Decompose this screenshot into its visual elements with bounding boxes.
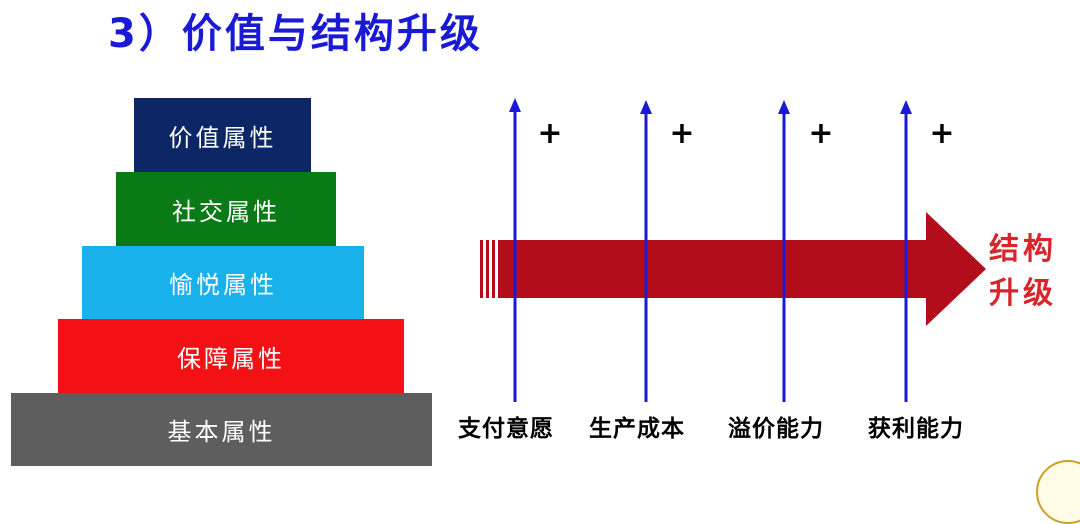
plus-sign-profit: + — [929, 116, 955, 151]
result-label-line1: 结构 — [989, 232, 1057, 267]
factor-label-premium: 溢价能力 — [728, 415, 824, 442]
arrow-tail-stripe — [492, 240, 495, 298]
pyramid-tier-value: 价值属性 — [134, 98, 311, 172]
arrow-up-icon — [509, 98, 521, 112]
result-label: 结构 升级 — [989, 228, 1079, 316]
page-title: 3）价值与结构升级 — [108, 11, 483, 57]
factor-axes — [509, 98, 912, 402]
arrow-tail-stripe — [480, 240, 483, 298]
plus-sign-premium: + — [808, 116, 834, 151]
result-label-line2: 升级 — [989, 276, 1057, 311]
upgrade-arrow — [480, 212, 986, 326]
upgrade-diagram — [480, 98, 986, 402]
arrow-up-icon — [640, 100, 652, 114]
pyramid-tier-social: 社交属性 — [116, 172, 336, 246]
plus-sign-cost: + — [669, 116, 695, 151]
arrow-tail-stripe — [486, 240, 489, 298]
arrow-body — [498, 212, 986, 326]
pyramid-tier-pleasure: 愉悦属性 — [82, 246, 364, 319]
arrow-up-icon — [778, 100, 790, 114]
factor-label-payment: 支付意愿 — [458, 415, 554, 442]
factor-label-profit: 获利能力 — [868, 415, 964, 442]
pyramid-tier-security: 保障属性 — [58, 319, 404, 393]
plus-sign-payment: + — [537, 116, 563, 151]
pyramid-tier-basic: 基本属性 — [11, 393, 432, 466]
arrow-up-icon — [900, 100, 912, 114]
factor-label-cost: 生产成本 — [589, 415, 685, 442]
